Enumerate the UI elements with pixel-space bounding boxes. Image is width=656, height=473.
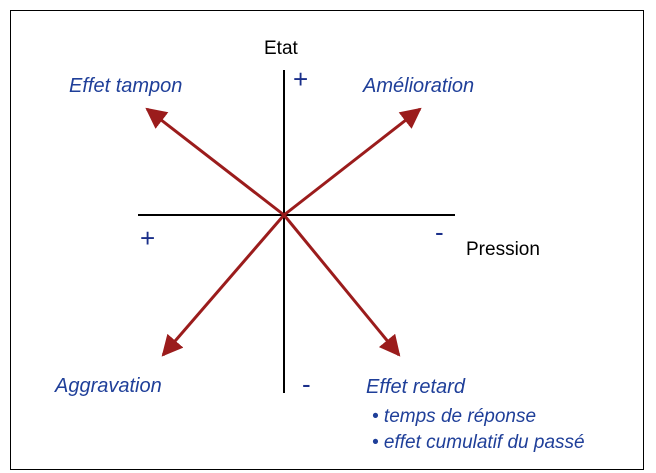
note-temps-de-reponse: • temps de réponse — [372, 406, 537, 427]
arrow-amelioration — [283, 107, 422, 217]
sign-top-plus: + — [293, 64, 309, 94]
arrow-effet-retard — [282, 214, 401, 357]
sign-right-minus: - — [435, 217, 444, 247]
axis-label-etat: Etat — [264, 38, 298, 59]
label-effet-retard: Effet retard — [366, 376, 465, 398]
effet-retard-notes: • temps de réponse • effet cumulatif du … — [372, 404, 585, 456]
axis-label-pression: Pression — [466, 239, 540, 260]
label-effet-tampon: Effet tampon — [69, 75, 183, 97]
sign-left-plus: + — [140, 223, 156, 253]
sign-bottom-minus: - — [302, 369, 311, 399]
diagram-frame — [10, 10, 644, 470]
label-amelioration: Amélioration — [363, 75, 475, 97]
arrow-aggravation — [161, 214, 286, 357]
label-aggravation: Aggravation — [55, 375, 162, 397]
arrow-effet-tampon — [145, 107, 285, 217]
note-effet-cumulatif: • effet cumulatif du passé — [372, 432, 585, 453]
